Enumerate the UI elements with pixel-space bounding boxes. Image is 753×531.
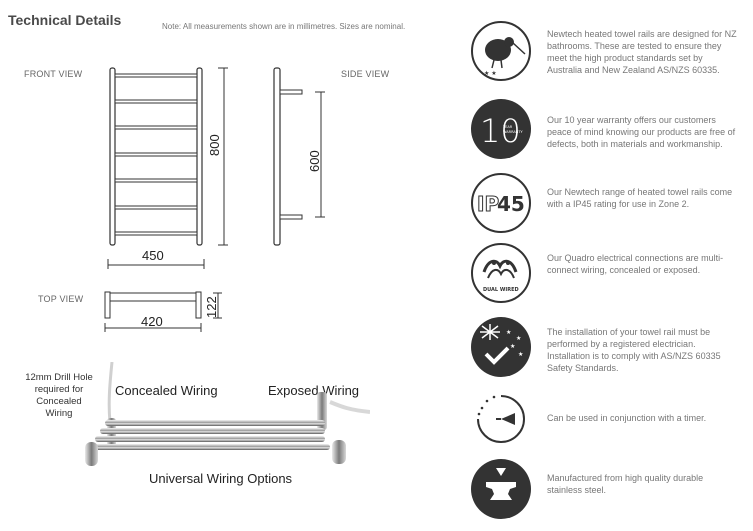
exposed-wiring-label: Exposed Wiring	[268, 383, 360, 398]
feature-text-electrician: The installation of your towel rail must…	[547, 327, 721, 373]
feature-row-ip45: IP 45 Our Newtech range of heated towel …	[470, 172, 750, 238]
kiwi-icon: ★ ★	[471, 21, 531, 81]
feature-text-nz: Newtech heated towel rails are designed …	[547, 29, 737, 75]
front-height-dimension: 800	[207, 134, 222, 156]
feature-text-warranty: Our 10 year warranty offers our customer…	[547, 115, 736, 149]
feature-text-dual-wired: Our Quadro electrical connections are mu…	[547, 253, 724, 275]
page-title: Technical Details	[8, 12, 122, 28]
feature-text-ip45: Our Newtech range of heated towel rails …	[547, 187, 733, 209]
svg-text:★: ★	[516, 335, 521, 342]
side-view-drawing	[273, 67, 325, 246]
feature-row-warranty: 10 YEAR WARRANTY Our 10 year warranty of…	[470, 98, 750, 164]
front-width-dimension: 450	[142, 248, 164, 263]
concealed-wiring-label: Concealed Wiring	[115, 383, 218, 398]
top-view-label: TOP VIEW	[38, 294, 84, 304]
feature-text-stainless: Manufactured from high quality durable s…	[547, 473, 704, 495]
feature-row-dual-wired: DUAL WIRED Our Quadro electrical connect…	[470, 242, 750, 308]
top-view-drawing	[104, 291, 222, 332]
svg-text:★: ★	[506, 329, 511, 336]
svg-text:WARRANTY: WARRANTY	[503, 130, 524, 134]
warranty-10-year-icon: 10 YEAR WARRANTY	[471, 99, 531, 159]
svg-text:10: 10	[480, 112, 521, 150]
feature-row-electrician: ★ ★ ★ ★ The installation of your towel r…	[470, 316, 750, 382]
svg-text:★: ★	[510, 343, 515, 350]
drill-hole-note: 12mm Drill Hole required for Concealed W…	[25, 372, 93, 419]
dual-wired-icon: DUAL WIRED	[471, 243, 531, 303]
measurement-note: Note: All measurements shown are in mill…	[162, 22, 406, 31]
svg-text:45: 45	[497, 192, 525, 216]
svg-text:YEAR: YEAR	[503, 125, 513, 129]
top-width-dimension: 420	[141, 314, 163, 329]
feature-row-nz: ★ ★ Newtech heated towel rails are desig…	[470, 20, 750, 86]
towel-rail-photo	[85, 362, 370, 466]
ip45-icon: IP 45	[471, 173, 531, 233]
svg-text:★ ★: ★ ★	[484, 70, 497, 77]
feature-row-timer: Can be used in conjunction with a timer.	[470, 388, 750, 454]
timer-icon	[477, 395, 525, 443]
side-view-label: SIDE VIEW	[341, 69, 390, 79]
front-view-label: FRONT VIEW	[24, 69, 83, 79]
universal-wiring-label: Universal Wiring Options	[149, 471, 293, 486]
side-height-dimension: 600	[307, 150, 322, 172]
anvil-icon	[471, 459, 531, 519]
svg-text:DUAL WIRED: DUAL WIRED	[483, 287, 519, 293]
front-view-drawing	[107, 67, 228, 269]
svg-text:★: ★	[518, 351, 523, 358]
feature-row-stainless: Manufactured from high quality durable s…	[470, 458, 750, 524]
nz-flag-check-icon: ★ ★ ★ ★	[471, 317, 531, 377]
svg-text:IP: IP	[477, 192, 499, 216]
feature-text-timer: Can be used in conjunction with a timer.	[547, 413, 707, 423]
top-depth-dimension: 122	[204, 296, 219, 318]
